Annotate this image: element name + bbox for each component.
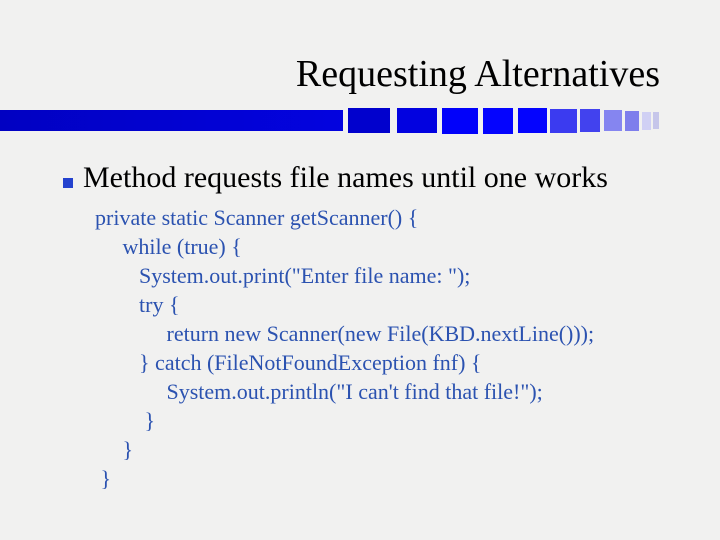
bullet-item: Method requests file names until one wor… [63,163,608,193]
code-block: private static Scanner getScanner() { wh… [95,203,594,493]
bullet-text: Method requests file names until one wor… [83,161,608,194]
divider-square [397,108,437,133]
code-line: return new Scanner(new File(KBD.nextLine… [95,321,595,346]
code-line: while (true) { [95,234,242,259]
divider-square [550,108,577,133]
code-line: } [95,408,156,433]
divider [0,107,720,134]
square-bullet-icon [63,178,73,188]
divider-square [604,110,622,131]
code-line: } [95,466,112,491]
code-line: try { [95,292,180,317]
divider-square [653,112,659,129]
divider-square [642,111,651,130]
divider-square [518,108,547,133]
divider-square [625,110,639,131]
divider-square [580,109,600,132]
divider-square [442,107,478,134]
code-line: } [95,437,134,462]
code-line: System.out.print("Enter file name: "); [95,263,471,288]
code-line: private static Scanner getScanner() { [95,205,419,230]
code-line: } catch (FileNotFoundException fnf) { [95,350,482,375]
divider-square [483,107,513,134]
divider-bar [0,110,343,131]
divider-square [348,108,390,133]
slide-title: Requesting Alternatives [295,53,660,95]
code-line: System.out.println("I can't find that fi… [95,379,543,404]
